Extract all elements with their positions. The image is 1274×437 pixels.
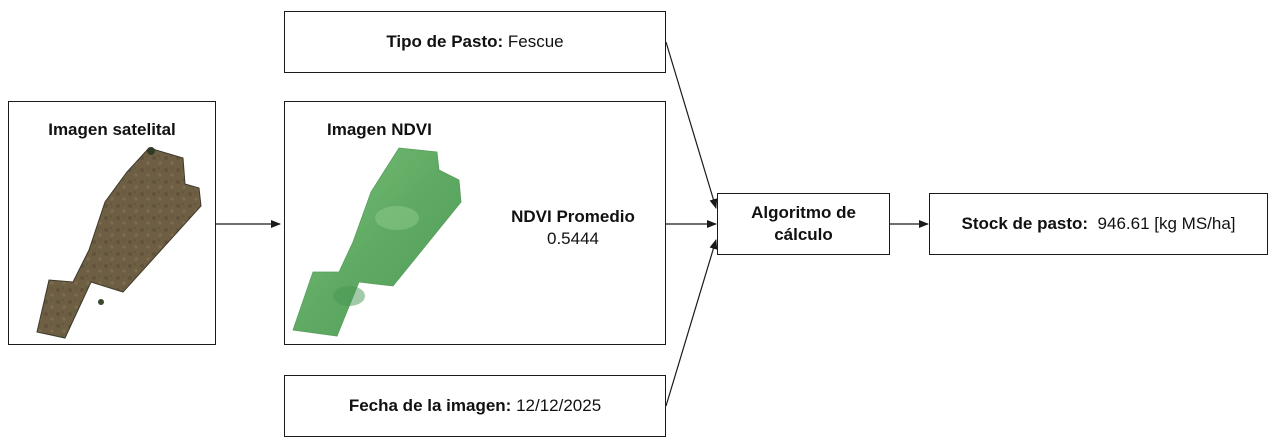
satellite-image-box: Imagen satelital [8,101,216,345]
tipo-pasto-box: Tipo de Pasto: Fescue [284,11,666,73]
algoritmo-line2: cálculo [774,225,833,244]
ndvi-promedio-value: 0.5444 [547,229,599,248]
satellite-field-image [36,147,202,339]
stock-value: 946.61 [kg MS/ha] [1097,214,1236,233]
fecha-label: Fecha de la imagen: [348,396,512,415]
stock-label: Stock de pasto: [961,214,1089,233]
fecha-value: 12/12/2025 [516,396,602,415]
tipo-pasto-value: Fescue [507,32,564,51]
algoritmo-line1: Algoritmo de [751,203,856,222]
algoritmo-box: Algoritmo de cálculo [717,193,890,255]
ndvi-promedio-label: NDVI Promedio [511,207,635,226]
fecha-box: Fecha de la imagen: 12/12/2025 [284,375,666,437]
ndvi-image-box: Imagen NDVI NDVI Promedio 0.5444 [284,101,666,345]
satellite-image-title: Imagen satelital [48,120,176,139]
arrow-fecha-to-algoritmo [665,239,718,407]
arrow-tipo-pasto-to-algoritmo [665,41,718,209]
tipo-pasto-label: Tipo de Pasto: [386,32,504,51]
ndvi-image-title: Imagen NDVI [327,120,432,139]
ndvi-field-image [292,147,462,337]
stock-box: Stock de pasto: 946.61 [kg MS/ha] [929,193,1268,255]
